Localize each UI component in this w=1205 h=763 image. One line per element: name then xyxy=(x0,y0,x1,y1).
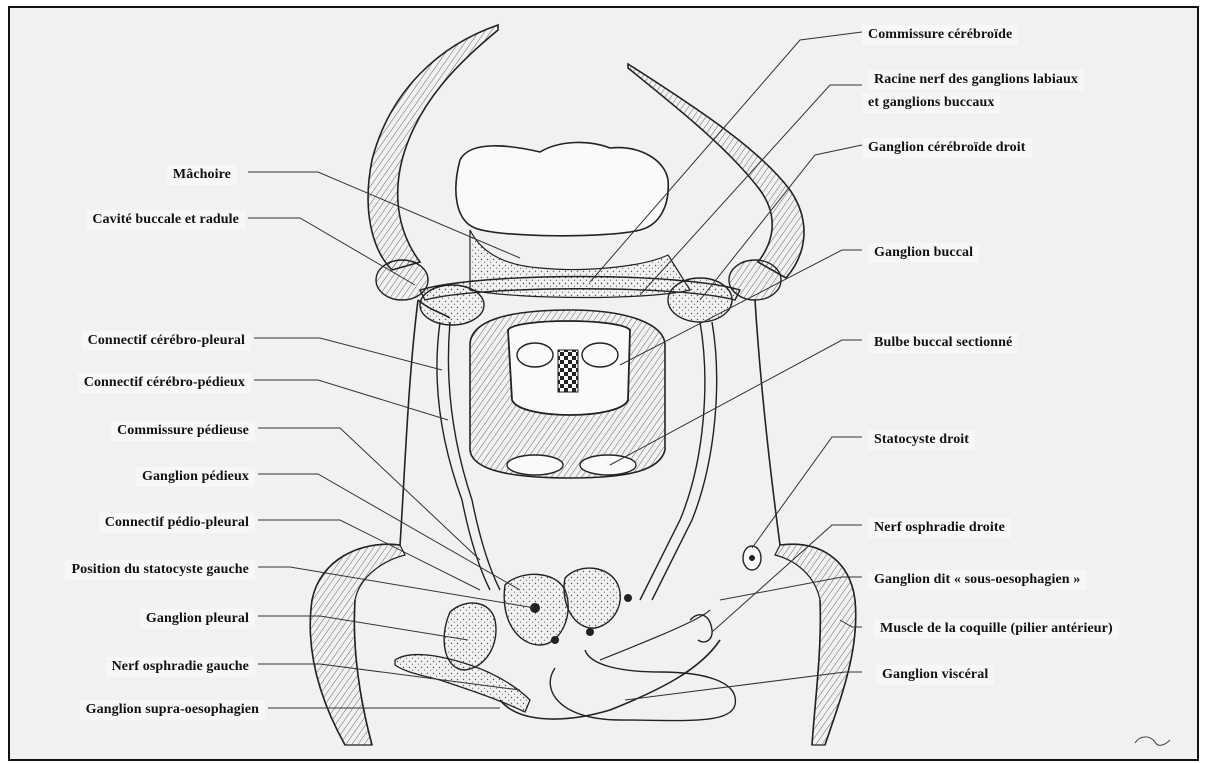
visceral-nerve xyxy=(550,650,735,721)
figure-frame: Mâchoire Cavité buccale et radule Connec… xyxy=(8,6,1199,761)
pleural-dot-2 xyxy=(586,628,594,636)
label-commissure-cerebroide: Commissure cérébroïde xyxy=(862,25,1018,45)
muscle-pillar-left xyxy=(310,544,405,745)
artist-signature xyxy=(1135,737,1170,745)
label-position-statocyste-gauche: Position du statocyste gauche xyxy=(65,560,255,580)
label-ganglion-buccal: Ganglion buccal xyxy=(868,243,979,263)
label-nerf-osphradie-droite: Nerf osphradie droite xyxy=(868,518,1011,538)
label-ganglion-cerebroide-droit: Ganglion cérébroïde droit xyxy=(862,138,1032,158)
label-ganglion-sous: Ganglion dit « sous-oesophagien » xyxy=(868,570,1086,590)
label-statocyste-droit: Statocyste droit xyxy=(868,430,975,450)
label-racine-nerf-line1: Racine nerf des ganglions labiaux xyxy=(868,70,1084,90)
label-muscle-coquille: Muscle de la coquille (pilier antérieur) xyxy=(874,619,1119,639)
label-ganglion-visceral: Ganglion viscéral xyxy=(876,665,994,685)
tentacle-base-left xyxy=(376,260,428,300)
supra-oesophageal-ganglion xyxy=(395,655,530,712)
label-machoire: Mâchoire xyxy=(167,165,237,185)
label-nerf-osphradie-gauche: Nerf osphradie gauche xyxy=(106,657,255,677)
label-ganglion-pleural: Ganglion pleural xyxy=(140,609,255,629)
visceral-loop xyxy=(500,640,720,719)
bulb-section-left xyxy=(507,455,563,475)
label-bulbe-buccal: Bulbe buccal sectionné xyxy=(868,333,1018,353)
label-commissure-pedieuse: Commissure pédieuse xyxy=(111,421,255,441)
bulb-section-right xyxy=(580,455,636,475)
pleural-dot-3 xyxy=(624,594,632,602)
pedal-ganglion-right xyxy=(564,568,620,628)
buccal-ganglion-right xyxy=(582,343,618,367)
label-ganglion-pedieux: Ganglion pédieux xyxy=(136,467,255,487)
cerebral-ganglion-left xyxy=(420,285,484,325)
label-connectif-cerebro-pedieux: Connectif cérébro-pédieux xyxy=(78,373,251,393)
radula xyxy=(558,350,578,392)
pleural-dot-1 xyxy=(551,636,559,644)
label-ganglion-supra: Ganglion supra-oesophagien xyxy=(80,700,265,720)
label-cavite-buccale: Cavité buccale et radule xyxy=(86,210,245,230)
label-connectif-pedio-pleural: Connectif pédio-pleural xyxy=(99,513,255,533)
label-racine-nerf-line2: et ganglions buccaux xyxy=(862,93,1000,113)
jaw xyxy=(456,142,668,235)
label-connectif-cerebro-pleural: Connectif cérébro-pleural xyxy=(82,331,251,351)
muscle-pillar-right xyxy=(775,544,856,745)
buccal-ganglion-left xyxy=(517,343,553,367)
